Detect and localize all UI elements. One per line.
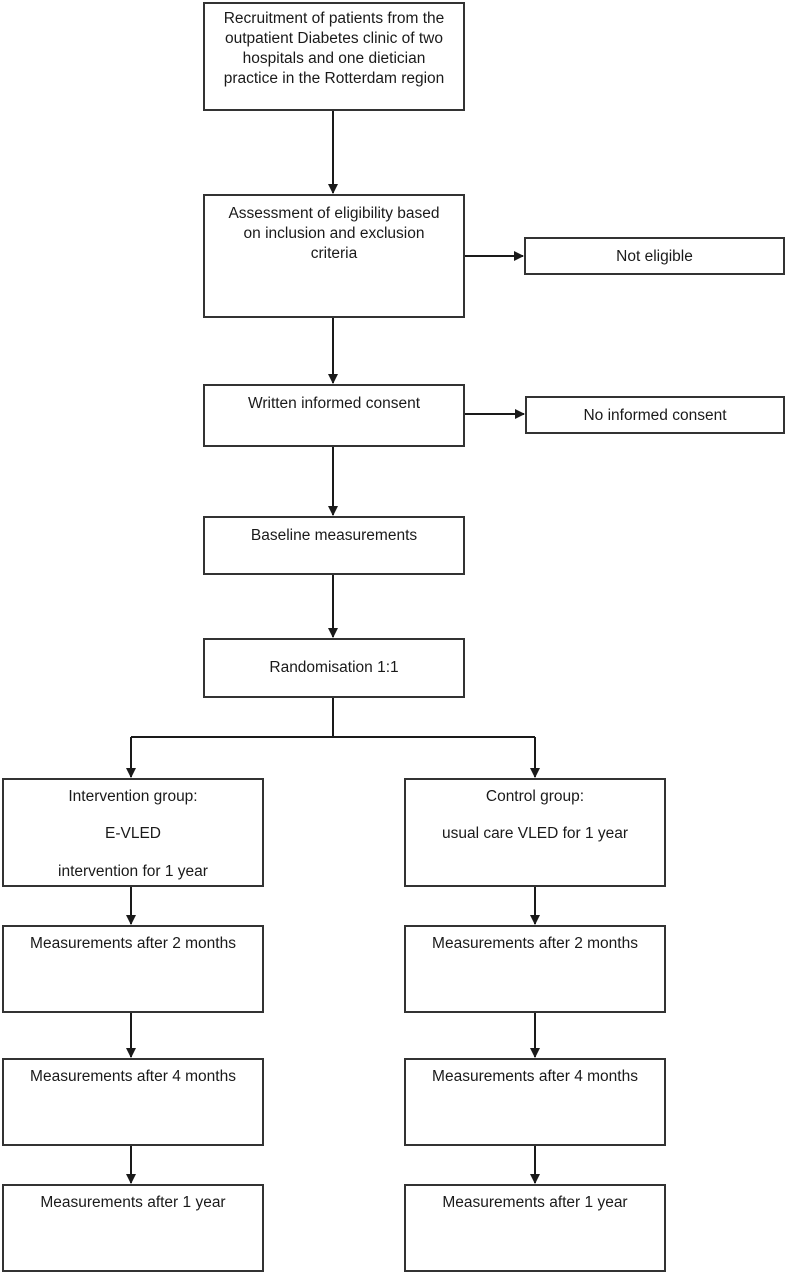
eligibility-line-3: criteria — [310, 245, 358, 262]
intervention-title: Intervention group: — [68, 788, 198, 805]
control-measurement-4-months-label: Measurements after 4 months — [432, 1068, 638, 1085]
intervention-detail: intervention for 1 year — [58, 863, 208, 880]
control-measurement-4-months: Measurements after 4 months — [404, 1058, 666, 1146]
no-consent-label: No informed consent — [583, 407, 727, 424]
intervention-measurement-2-months: Measurements after 2 months — [2, 925, 264, 1013]
baseline-box: Baseline measurements — [203, 516, 465, 575]
intervention-name: E-VLED — [105, 825, 161, 842]
intervention-measurement-4-months-label: Measurements after 4 months — [30, 1068, 236, 1085]
control-measurement-1-year-label: Measurements after 1 year — [442, 1194, 628, 1211]
control-group-box: Control group: usual care VLED for 1 yea… — [404, 778, 666, 887]
recruitment-line-1: Recruitment of patients from the — [223, 10, 445, 27]
intervention-measurement-1-year-label: Measurements after 1 year — [40, 1194, 226, 1211]
intervention-measurement-2-months-label: Measurements after 2 months — [30, 935, 236, 952]
recruitment-line-4: practice in the Rotterdam region — [223, 70, 445, 87]
not-eligible-box: Not eligible — [524, 237, 785, 275]
control-measurement-1-year: Measurements after 1 year — [404, 1184, 666, 1272]
intervention-measurement-1-year: Measurements after 1 year — [2, 1184, 264, 1272]
control-title: Control group: — [485, 788, 585, 805]
consent-label: Written informed consent — [247, 395, 420, 412]
consent-box: Written informed consent — [203, 384, 465, 447]
recruitment-box: Recruitment of patients from the outpati… — [203, 2, 465, 111]
not-eligible-label: Not eligible — [616, 248, 693, 265]
control-measurement-2-months: Measurements after 2 months — [404, 925, 666, 1013]
branch-randomisation — [131, 698, 334, 738]
eligibility-line-2: on inclusion and exclusion — [243, 225, 425, 242]
control-detail: usual care VLED for 1 year — [441, 825, 629, 842]
recruitment-line-2: outpatient Diabetes clinic of two — [225, 30, 443, 47]
randomisation-box: Randomisation 1:1 — [203, 638, 465, 698]
eligibility-line-1: Assessment of eligibility based — [228, 205, 440, 222]
baseline-label: Baseline measurements — [250, 527, 418, 544]
randomisation-label: Randomisation 1:1 — [269, 659, 399, 676]
control-measurement-2-months-label: Measurements after 2 months — [432, 935, 638, 952]
intervention-measurement-4-months: Measurements after 4 months — [2, 1058, 264, 1146]
eligibility-box: Assessment of eligibility based on inclu… — [203, 194, 465, 318]
intervention-group-box: Intervention group: E-VLED intervention … — [2, 778, 264, 887]
no-consent-box: No informed consent — [525, 396, 785, 434]
recruitment-line-3: hospitals and one dietician — [242, 50, 426, 67]
